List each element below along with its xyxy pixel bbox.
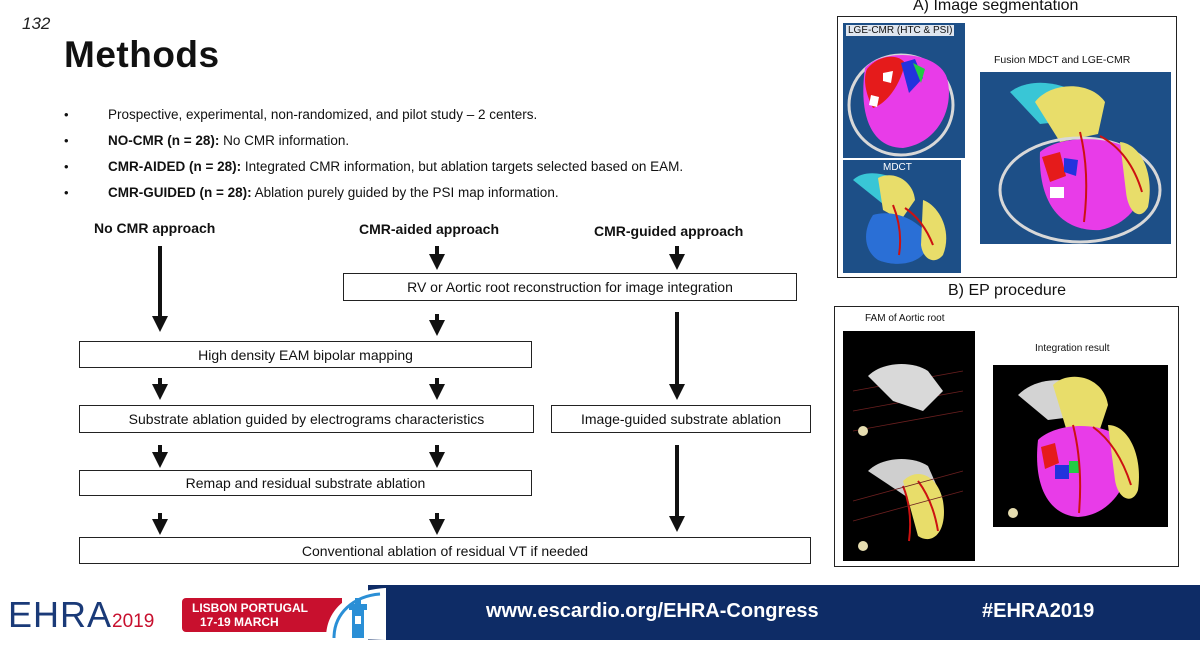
bullet-bold: CMR-AIDED (n = 28):: [108, 159, 242, 174]
footer-url[interactable]: www.escardio.org/EHRA-Congress: [486, 600, 819, 622]
label-lge-cmr: LGE-CMR (HTC & PSI): [846, 25, 955, 36]
bullet-marker: •: [64, 107, 69, 122]
box-mapping: High density EAM bipolar mapping: [79, 341, 532, 368]
label-fusion: Fusion MDCT and LGE-CMR: [994, 54, 1131, 66]
fam-figure: [852, 364, 964, 551]
label-fam: FAM of Aortic root: [865, 313, 945, 324]
header-cmr-aided: CMR-aided approach: [359, 221, 500, 237]
box-conventional: Conventional ablation of residual VT if …: [79, 537, 811, 564]
panel-ep-procedure: FAM of Aortic root Integration result: [834, 306, 1179, 567]
bullet-bold: NO-CMR (n = 28):: [108, 133, 220, 148]
bullet-marker: •: [64, 133, 69, 148]
box-reconstruction: RV or Aortic root reconstruction for ima…: [343, 273, 797, 301]
fusion-figure: [998, 82, 1162, 244]
slide-title: Methods: [64, 34, 220, 75]
box-substrate-ablation: Substrate ablation guided by electrogram…: [79, 405, 534, 433]
lge-cmr-image: LGE-CMR (HTC & PSI): [843, 23, 965, 158]
bullet-text: Prospective, experimental, non-randomize…: [108, 107, 538, 122]
integration-image: [993, 365, 1168, 527]
panel-a-title: A) Image segmentation: [913, 0, 1079, 14]
bullet-text: Ablation purely guided by the PSI map in…: [251, 185, 559, 200]
bullet-marker: •: [64, 185, 69, 200]
footer-hashtag: #EHRA2019: [982, 600, 1095, 622]
footer-band: [368, 585, 1200, 640]
ehra-year: 2019: [112, 611, 155, 632]
header-cmr-guided: CMR-guided approach: [594, 223, 744, 239]
bullet-item: • CMR-AIDED (n = 28): Integrated CMR info…: [64, 156, 804, 182]
header-no-cmr: No CMR approach: [94, 220, 216, 236]
mdct-image: MDCT: [843, 160, 961, 273]
congress-dates: 17-19 MARCH: [200, 615, 279, 629]
bullet-text: Integrated CMR information, but ablation…: [241, 159, 684, 174]
label-integration: Integration result: [1035, 343, 1110, 354]
box-remap: Remap and residual substrate ablation: [79, 470, 532, 496]
integration-figure: [1008, 376, 1139, 518]
bullet-bold: CMR-GUIDED (n = 28):: [108, 185, 252, 200]
fusion-image: [980, 72, 1171, 244]
heart-lge-figure: [847, 53, 955, 157]
panel-b-title: B) EP procedure: [948, 282, 1066, 299]
fam-image: [843, 331, 975, 561]
bullet-text: No CMR information.: [219, 133, 350, 148]
mdct-figure: [853, 173, 947, 264]
bullet-marker: •: [64, 159, 69, 174]
bullet-item: • CMR-GUIDED (n = 28): Ablation purely gu…: [64, 182, 804, 208]
bullet-list: • Prospective, experimental, non-randomiz…: [64, 104, 804, 208]
label-mdct: MDCT: [883, 162, 912, 173]
tower-icon: [326, 588, 386, 640]
lisbon-city: LISBON PORTUGAL: [192, 601, 308, 615]
box-image-guided: Image-guided substrate ablation: [551, 405, 811, 433]
ehra-logo: EHRA: [8, 594, 113, 635]
slide-number: 132: [22, 14, 51, 33]
lisbon-badge: LISBON PORTUGAL 17-19 MARCH: [182, 598, 342, 632]
panel-image-segmentation: LGE-CMR (HTC & PSI) MDCT Fusion MDCT and…: [837, 16, 1177, 278]
bullet-item: • Prospective, experimental, non-randomiz…: [64, 104, 804, 130]
bullet-item: • NO-CMR (n = 28): No CMR information.: [64, 130, 804, 156]
